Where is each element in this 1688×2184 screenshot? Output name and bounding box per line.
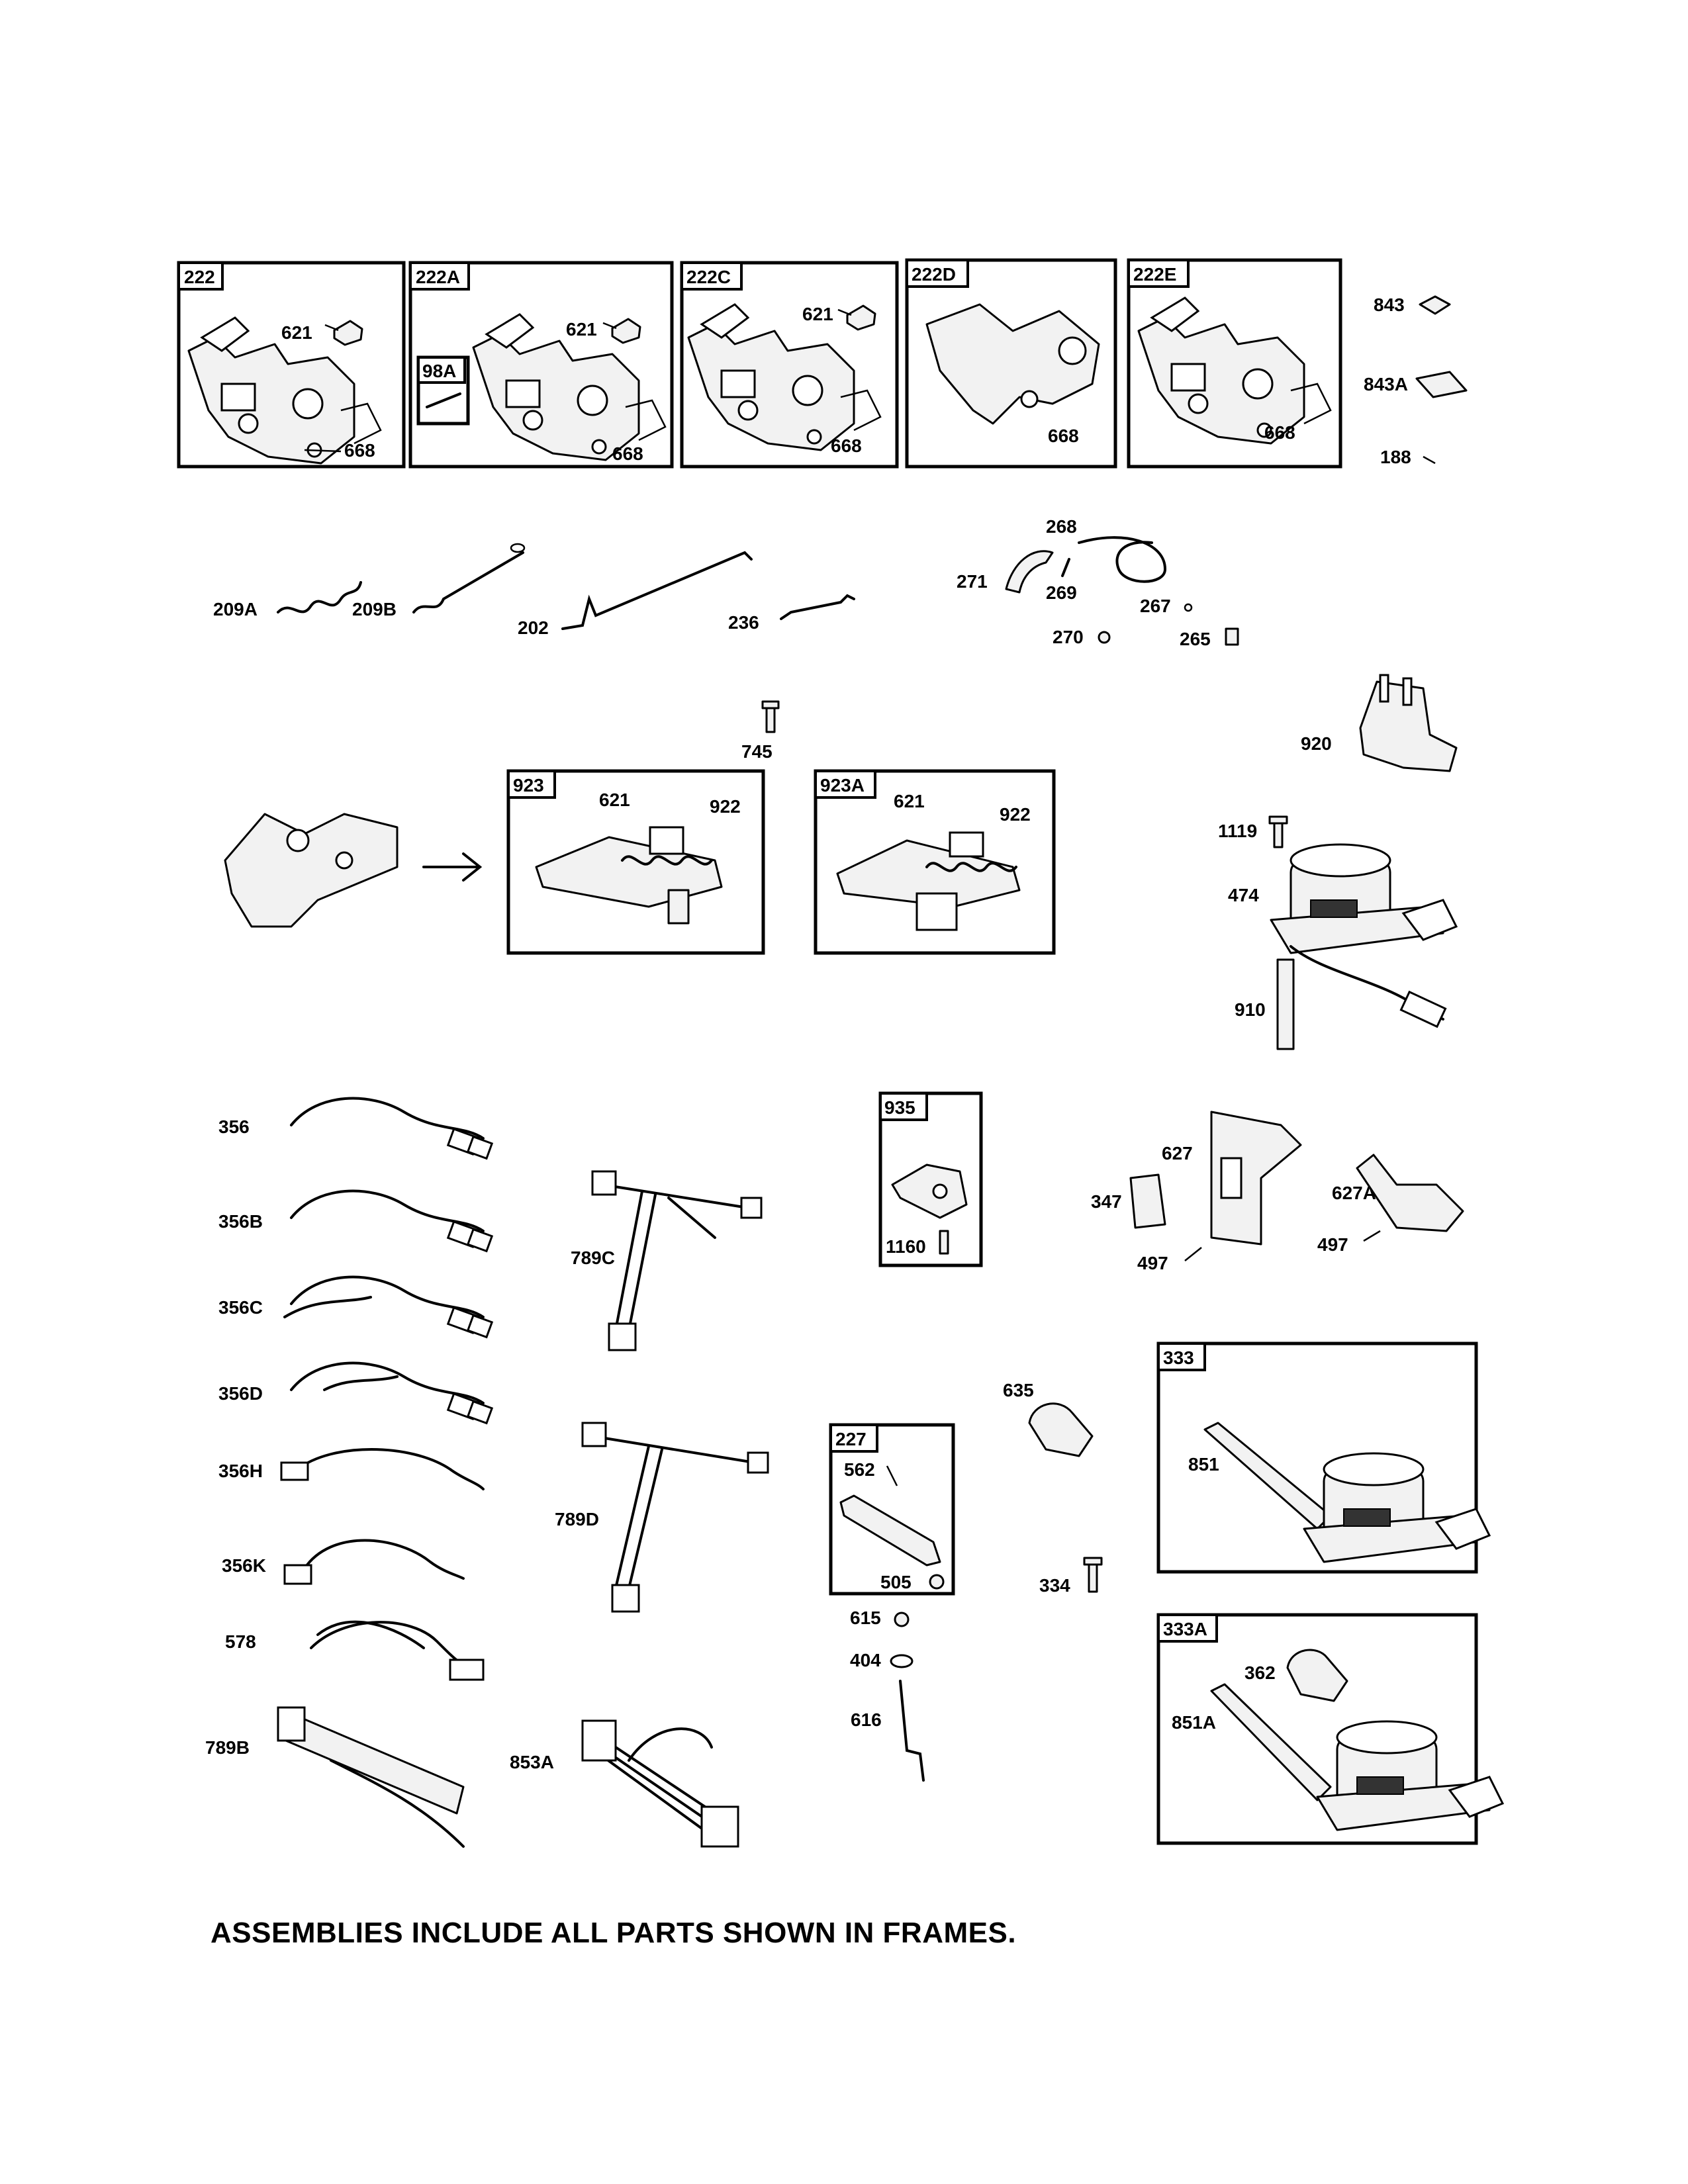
- spark-plug-boot-parts: 635 334: [1003, 1380, 1103, 1596]
- part-label-922: 922: [1000, 804, 1031, 825]
- part-label-269: 269: [1046, 582, 1077, 603]
- frame-label: 923A: [820, 775, 865, 796]
- part-label-621: 621: [566, 319, 597, 340]
- part-label-265: 265: [1180, 629, 1211, 649]
- part-label-621: 621: [802, 304, 833, 324]
- frame-333: 333 851: [1156, 1342, 1491, 1574]
- part-label-922: 922: [710, 796, 741, 817]
- part-label-668: 668: [344, 440, 375, 461]
- part-label-843A: 843A: [1364, 374, 1408, 394]
- part-label-474: 474: [1228, 885, 1259, 905]
- part-label-789D: 789D: [555, 1509, 599, 1529]
- part-label-910: 910: [1235, 999, 1266, 1020]
- part-label-843: 843: [1374, 295, 1405, 315]
- frame-222: 222 621 668: [177, 261, 406, 469]
- part-label-334: 334: [1039, 1575, 1070, 1596]
- part-label-668: 668: [831, 435, 862, 456]
- frame-label: 222A: [416, 267, 460, 287]
- part-label-745: 745: [741, 741, 773, 762]
- frame-935: 935 1160: [878, 1091, 983, 1267]
- part-label-562: 562: [844, 1459, 875, 1480]
- part-label-209A: 209A: [213, 599, 258, 619]
- part-label-616: 616: [851, 1709, 882, 1730]
- part-label-621: 621: [281, 322, 312, 343]
- frame-227: 227 562 505: [829, 1423, 955, 1596]
- part-label-627: 627: [1162, 1143, 1193, 1163]
- part-label-635: 635: [1003, 1380, 1034, 1400]
- part-label-615: 615: [850, 1608, 881, 1628]
- frame-label: 923: [513, 775, 544, 796]
- part-label-920: 920: [1301, 733, 1332, 754]
- part-label-362: 362: [1244, 1662, 1276, 1683]
- governor-shaft-parts: 615 404 616: [850, 1608, 925, 1782]
- frame-222E: 222E 668: [1127, 258, 1342, 469]
- part-label-789C: 789C: [571, 1248, 615, 1268]
- part-label-621: 621: [599, 790, 630, 810]
- frame-label: 333A: [1163, 1619, 1207, 1639]
- part-label-271: 271: [957, 571, 988, 592]
- part-label-356: 356: [218, 1116, 250, 1137]
- governor-assembly-row: 745 923 621 922 923A 621 922: [224, 700, 1056, 955]
- part-label-202: 202: [518, 617, 549, 638]
- loose-parts-top-right: 843 843A 188: [1364, 295, 1468, 467]
- part-label-789B: 789B: [205, 1737, 250, 1758]
- part-label-347: 347: [1091, 1191, 1122, 1212]
- frame-label: 222: [184, 267, 215, 287]
- part-label-188: 188: [1380, 447, 1411, 467]
- part-label-497: 497: [1137, 1253, 1168, 1273]
- assemblies-note: ASSEMBLIES INCLUDE ALL PARTS SHOWN IN FR…: [211, 1917, 1017, 1949]
- frame-label: 333: [1163, 1347, 1194, 1368]
- part-label-1119: 1119: [1218, 821, 1257, 841]
- part-label-356B: 356B: [218, 1211, 263, 1232]
- part-label-668: 668: [1264, 422, 1295, 443]
- part-label-497: 497: [1317, 1234, 1348, 1255]
- part-label-851: 851: [1188, 1454, 1219, 1475]
- part-label-404: 404: [850, 1650, 881, 1670]
- frame-label: 222C: [686, 267, 731, 287]
- frame-label: 227: [835, 1429, 867, 1449]
- part-label-356H: 356H: [218, 1461, 263, 1481]
- frame-222D: 222D 668: [905, 258, 1117, 469]
- part-label-356C: 356C: [218, 1297, 263, 1318]
- part-label-1160: 1160: [886, 1236, 926, 1257]
- part-label-209B: 209B: [352, 599, 397, 619]
- part-label-505: 505: [880, 1572, 912, 1592]
- part-label-853A: 853A: [510, 1752, 554, 1772]
- frame-label: 935: [884, 1097, 915, 1118]
- harnesses-middle: 789C 789D 853A: [510, 1170, 769, 1848]
- part-label-578: 578: [225, 1631, 256, 1652]
- part-label-236: 236: [728, 612, 759, 633]
- wire-leads-left: 356 356B 356C 356D 356H 356K 578 789B: [205, 1097, 494, 1848]
- part-label-851A: 851A: [1172, 1712, 1216, 1733]
- part-label-621: 621: [894, 791, 925, 811]
- frame-label: 222D: [912, 264, 956, 285]
- part-label-668: 668: [612, 443, 643, 464]
- part-label-356K: 356K: [222, 1555, 266, 1576]
- part-label-267: 267: [1140, 596, 1171, 616]
- part-label-668: 668: [1048, 426, 1079, 446]
- subframe-label-98A: 98A: [422, 361, 456, 381]
- part-label-356D: 356D: [218, 1383, 263, 1404]
- part-label-270: 270: [1053, 627, 1084, 647]
- ignition-parts-right: 920 1119 474 910: [1218, 674, 1458, 1050]
- part-label-268: 268: [1046, 516, 1077, 537]
- frame-222C: 222C 621 668: [680, 261, 899, 469]
- springs-and-links: 209A 209B 202 236 268 271 269 267 270 26…: [213, 516, 1239, 649]
- bracket-parts: 627 347 627A 497 497: [1091, 1111, 1464, 1273]
- frame-label: 222E: [1133, 264, 1176, 285]
- frame-333A: 333A 362 851A: [1156, 1613, 1504, 1845]
- frame-222A: 222A 98A 621 668: [408, 261, 674, 469]
